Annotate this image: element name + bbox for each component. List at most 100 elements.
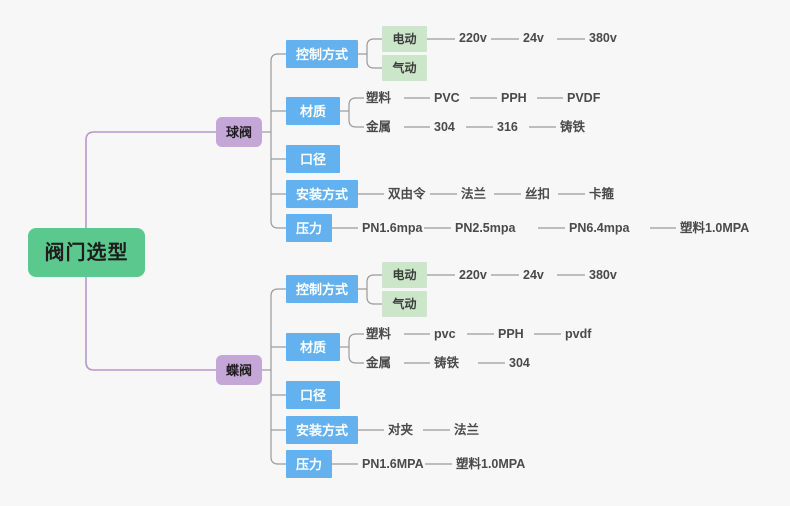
leaf-bv-metal-cast-iron[interactable]: 铸铁 — [560, 121, 585, 134]
leaf-bv-plastic-pph[interactable]: PPH — [501, 92, 527, 105]
attribute-node-btv-installation-label: 安装方式 — [295, 422, 348, 438]
leaf-bv-electric-380v-label: 380v — [589, 31, 617, 45]
attribute-node-btv-material[interactable]: 材质 — [286, 333, 340, 361]
leaf-bv-pressure-plastic10-label: 塑料1.0MPA — [680, 221, 750, 235]
leaf-btv-install-flange-label: 法兰 — [454, 423, 480, 437]
leaf-bv-install-thread[interactable]: 丝扣 — [525, 188, 550, 201]
btv-a0-to-c1 — [366, 296, 382, 305]
leaf-bv-install-thread-label: 丝扣 — [525, 187, 551, 201]
leaf-bv-plastic-pvc-label: PVC — [434, 91, 460, 105]
branch-node-ball-valve[interactable]: 球阀 — [216, 117, 262, 147]
leaf-btv-plastic-pph-label: PPH — [498, 327, 524, 341]
bv-to-a0 — [270, 53, 286, 62]
leaf-bv-metal-316-label: 316 — [497, 120, 518, 134]
attribute-node-bv-control-method-label: 控制方式 — [295, 46, 348, 62]
leaf-btv-pressure-pn16[interactable]: PN1.6MPA — [362, 458, 424, 471]
leaf-bv-electric-380v[interactable]: 380v — [589, 32, 617, 45]
leaf-btv-pressure-plastic10-label: 塑料1.0MPA — [456, 457, 526, 471]
attribute-node-btv-material-label: 材质 — [299, 339, 326, 355]
attribute-node-bv-pressure[interactable]: 压力 — [286, 214, 332, 242]
btv-a0-to-c0 — [366, 274, 382, 283]
attribute-node-bv-caliber[interactable]: 口径 — [286, 145, 340, 173]
child-node-btv-pneumatic[interactable]: 气动 — [382, 291, 427, 317]
bv-a0-to-c1 — [366, 60, 382, 69]
leaf-bv-pressure-pn25-label: PN2.5mpa — [455, 221, 516, 235]
child-node-btv-pneumatic-label: 气动 — [392, 297, 417, 311]
root-node[interactable]: 阀门选型 — [28, 228, 145, 277]
child-node-bv-plastic[interactable]: 塑料 — [366, 92, 391, 105]
leaf-btv-plastic-pvc[interactable]: pvc — [434, 328, 456, 341]
leaf-bv-metal-304-label: 304 — [434, 120, 455, 134]
child-node-btv-metal[interactable]: 金属 — [366, 357, 391, 370]
attribute-node-btv-control-method[interactable]: 控制方式 — [286, 275, 358, 303]
child-node-bv-electric[interactable]: 电动 — [382, 26, 427, 52]
leaf-bv-electric-24v[interactable]: 24v — [523, 32, 544, 45]
bv-a1-to-c1 — [348, 119, 364, 128]
leaf-btv-install-flange[interactable]: 法兰 — [454, 424, 479, 437]
leaf-btv-plastic-pph[interactable]: PPH — [498, 328, 524, 341]
leaf-btv-plastic-pvdf-label: pvdf — [565, 327, 592, 341]
leaf-bv-metal-316[interactable]: 316 — [497, 121, 518, 134]
leaf-bv-pressure-pn25[interactable]: PN2.5mpa — [455, 222, 515, 235]
leaf-btv-pressure-plastic10[interactable]: 塑料1.0MPA — [456, 458, 525, 471]
leaf-bv-install-flange[interactable]: 法兰 — [461, 188, 486, 201]
leaf-bv-metal-304[interactable]: 304 — [434, 121, 455, 134]
child-node-bv-metal[interactable]: 金属 — [366, 121, 391, 134]
branch-node-butterfly-valve[interactable]: 蝶阀 — [216, 355, 262, 385]
branch-node-butterfly-valve-label: 蝶阀 — [226, 362, 253, 378]
leaf-bv-pressure-pn16-label: PN1.6mpa — [362, 221, 423, 235]
leaf-bv-plastic-pph-label: PPH — [501, 91, 527, 105]
leaf-btv-pressure-pn16-label: PN1.6MPA — [362, 457, 424, 471]
leaf-bv-install-double-union-label: 双由令 — [388, 187, 426, 201]
leaf-btv-electric-380v-label: 380v — [589, 268, 617, 282]
branch-node-ball-valve-label: 球阀 — [226, 124, 253, 140]
bv-a1-to-c0 — [348, 97, 364, 106]
leaf-btv-install-wafer[interactable]: 对夹 — [388, 424, 413, 437]
leaf-bv-install-double-union[interactable]: 双由令 — [388, 188, 426, 201]
attribute-node-btv-pressure[interactable]: 压力 — [286, 450, 332, 478]
attribute-node-bv-control-method[interactable]: 控制方式 — [286, 40, 358, 68]
leaf-bv-pressure-plastic10[interactable]: 塑料1.0MPA — [680, 222, 749, 235]
leaf-btv-metal-cast-iron[interactable]: 铸铁 — [434, 357, 459, 370]
leaf-bv-plastic-pvc[interactable]: PVC — [434, 92, 460, 105]
btv-to-a0 — [270, 288, 286, 297]
btv-a1-to-c0 — [348, 333, 364, 342]
leaf-bv-install-clamp[interactable]: 卡箍 — [589, 188, 614, 201]
leaf-bv-install-clamp-label: 卡箍 — [589, 187, 615, 201]
leaf-btv-install-wafer-label: 对夹 — [388, 423, 414, 437]
attribute-node-btv-pressure-label: 压力 — [295, 456, 322, 472]
attribute-node-btv-installation[interactable]: 安装方式 — [286, 416, 358, 444]
leaf-btv-metal-304[interactable]: 304 — [509, 357, 530, 370]
leaf-btv-metal-304-label: 304 — [509, 356, 530, 370]
leaf-btv-electric-380v[interactable]: 380v — [589, 269, 617, 282]
child-node-bv-pneumatic[interactable]: 气动 — [382, 55, 427, 81]
attribute-node-bv-caliber-label: 口径 — [299, 151, 326, 167]
leaf-bv-pressure-pn64[interactable]: PN6.4mpa — [569, 222, 629, 235]
child-node-btv-metal-label: 金属 — [366, 356, 392, 370]
attribute-node-bv-material[interactable]: 材质 — [286, 97, 340, 125]
child-node-btv-electric[interactable]: 电动 — [382, 262, 427, 288]
attribute-node-btv-caliber[interactable]: 口径 — [286, 381, 340, 409]
leaf-bv-pressure-pn64-label: PN6.4mpa — [569, 221, 630, 235]
root-node-label: 阀门选型 — [44, 241, 129, 264]
leaf-btv-electric-24v-label: 24v — [523, 268, 544, 282]
leaf-bv-electric-220v-label: 220v — [459, 31, 487, 45]
leaf-btv-plastic-pvdf[interactable]: pvdf — [565, 328, 591, 341]
leaf-btv-electric-220v[interactable]: 220v — [459, 269, 487, 282]
leaf-bv-plastic-pvdf[interactable]: PVDF — [567, 92, 600, 105]
leaf-bv-plastic-pvdf-label: PVDF — [567, 91, 601, 105]
leaf-btv-electric-24v[interactable]: 24v — [523, 269, 544, 282]
leaf-bv-pressure-pn16[interactable]: PN1.6mpa — [362, 222, 422, 235]
child-node-btv-plastic-label: 塑料 — [366, 327, 392, 341]
child-node-btv-plastic[interactable]: 塑料 — [366, 328, 391, 341]
attribute-node-bv-installation-label: 安装方式 — [295, 186, 348, 202]
bv-to-a4 — [270, 220, 286, 229]
btv-a1-to-c1 — [348, 355, 364, 364]
leaf-bv-electric-220v[interactable]: 220v — [459, 32, 487, 45]
leaf-btv-electric-220v-label: 220v — [459, 268, 487, 282]
bv-a0-to-c0 — [366, 38, 382, 47]
attribute-node-bv-installation[interactable]: 安装方式 — [286, 180, 358, 208]
leaf-bv-install-flange-label: 法兰 — [461, 187, 487, 201]
attribute-node-bv-material-label: 材质 — [299, 103, 326, 119]
